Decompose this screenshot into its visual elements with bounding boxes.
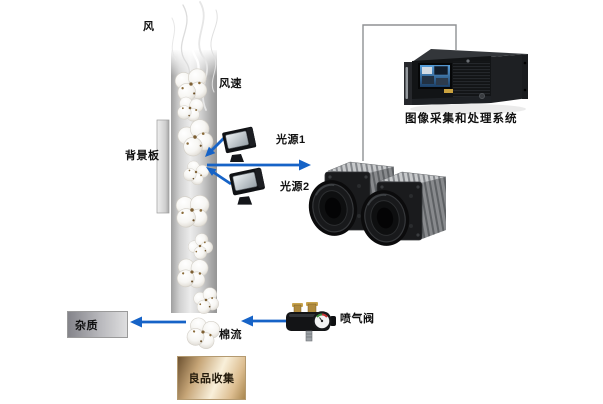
air-jet-valve-label: 喷气阀 xyxy=(340,313,375,325)
arrows xyxy=(130,135,311,328)
air-jet-valve-icon xyxy=(286,302,336,342)
light-source-2-icon xyxy=(228,166,266,206)
light-source-1-icon xyxy=(221,125,258,163)
arrow-cotton-to-impurities xyxy=(130,316,186,328)
wind-label: 风 xyxy=(143,21,155,33)
impurities-box: 杂质 xyxy=(67,311,128,338)
cotton-cluster xyxy=(174,68,208,102)
good-product-collection-label: 良品收集 xyxy=(188,373,235,385)
image-system-label: 图像采集和处理系统 xyxy=(405,113,518,125)
wind-speed-label: 风速 xyxy=(219,78,242,90)
light-source-1-label: 光源1 xyxy=(276,134,306,146)
good-product-collection-box: 良品收集 xyxy=(177,356,246,400)
server-icon xyxy=(404,49,528,114)
cotton-flow-label: 棉流 xyxy=(219,329,242,341)
arrow-valve-to-cotton xyxy=(241,315,288,327)
impurities-label: 杂质 xyxy=(75,319,98,332)
background-board-label: 背景板 xyxy=(125,150,160,162)
light-source-2-label: 光源2 xyxy=(280,181,310,193)
camera-2-icon xyxy=(360,171,447,246)
arrow-duct-to-cameras xyxy=(207,159,311,171)
cotton-cluster xyxy=(181,311,224,355)
background-board xyxy=(156,119,170,214)
arrow-light2-to-duct xyxy=(206,167,232,186)
camera-server-connector xyxy=(362,24,457,161)
